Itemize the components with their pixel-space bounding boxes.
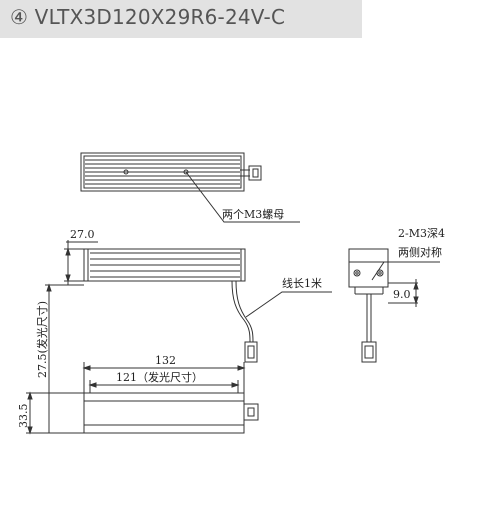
nuts-label: 两个M3螺母 bbox=[222, 208, 284, 221]
symmetric-label: 两侧对称 bbox=[398, 245, 442, 259]
side-view bbox=[348, 248, 440, 363]
length-121-label: 121（发光尺寸） bbox=[116, 370, 203, 384]
product-title: ④ VLTX3D120X29R6-24V-C bbox=[10, 5, 286, 29]
title-bar: ④ VLTX3D120X29R6-24V-C bbox=[0, 0, 362, 38]
width-27-label: 27.0 bbox=[70, 228, 95, 241]
top-view bbox=[80, 152, 300, 223]
front-view bbox=[64, 240, 332, 363]
cable-length-label: 线长1米 bbox=[282, 276, 322, 290]
length-132-label: 132 bbox=[155, 354, 176, 367]
screw-holes-label: 2-M3深4 bbox=[398, 227, 445, 240]
bottom-view bbox=[26, 283, 259, 435]
height-total-label: 33.5 bbox=[17, 404, 30, 429]
height-emitting-label: 27.5(发光尺寸) bbox=[35, 301, 49, 378]
depth-9-label: 9.0 bbox=[393, 288, 411, 301]
